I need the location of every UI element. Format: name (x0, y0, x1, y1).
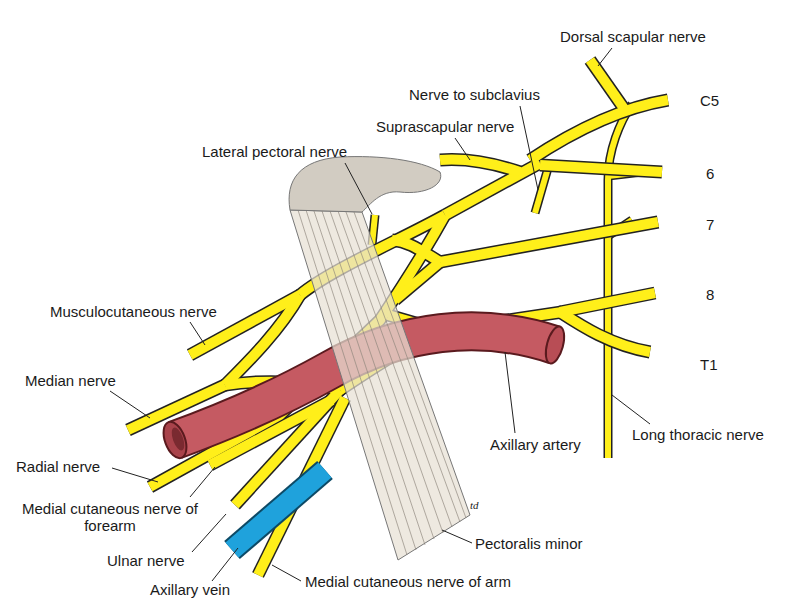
structure-label: T1 (700, 356, 718, 373)
structure-label: Ulnar nerve (107, 552, 185, 569)
structure-label: Medial cutaneous nerve of forearm (10, 500, 210, 534)
structure-label: Musculocutaneous nerve (50, 303, 217, 320)
structure-label: Lateral pectoral nerve (202, 143, 347, 160)
structure-label: Medial cutaneous nerve of arm (305, 573, 511, 590)
structure-label: Radial nerve (16, 458, 100, 475)
structure-label: Dorsal scapular nerve (560, 28, 706, 45)
structure-label: Nerve to subclavius (409, 86, 540, 103)
structure-label: Axillary vein (150, 581, 230, 598)
structure-label: Axillary artery (490, 436, 581, 453)
artist-signature: td (470, 497, 479, 514)
structure-label: Suprascapular nerve (376, 118, 514, 135)
structure-label: 8 (706, 286, 714, 303)
structure-label: 6 (706, 165, 714, 182)
structure-label: Pectoralis minor (475, 535, 583, 552)
structure-label: Long thoracic nerve (632, 426, 764, 443)
structure-label: C5 (700, 92, 719, 109)
structure-label: 7 (706, 216, 714, 233)
structure-label: Median nerve (25, 372, 116, 389)
